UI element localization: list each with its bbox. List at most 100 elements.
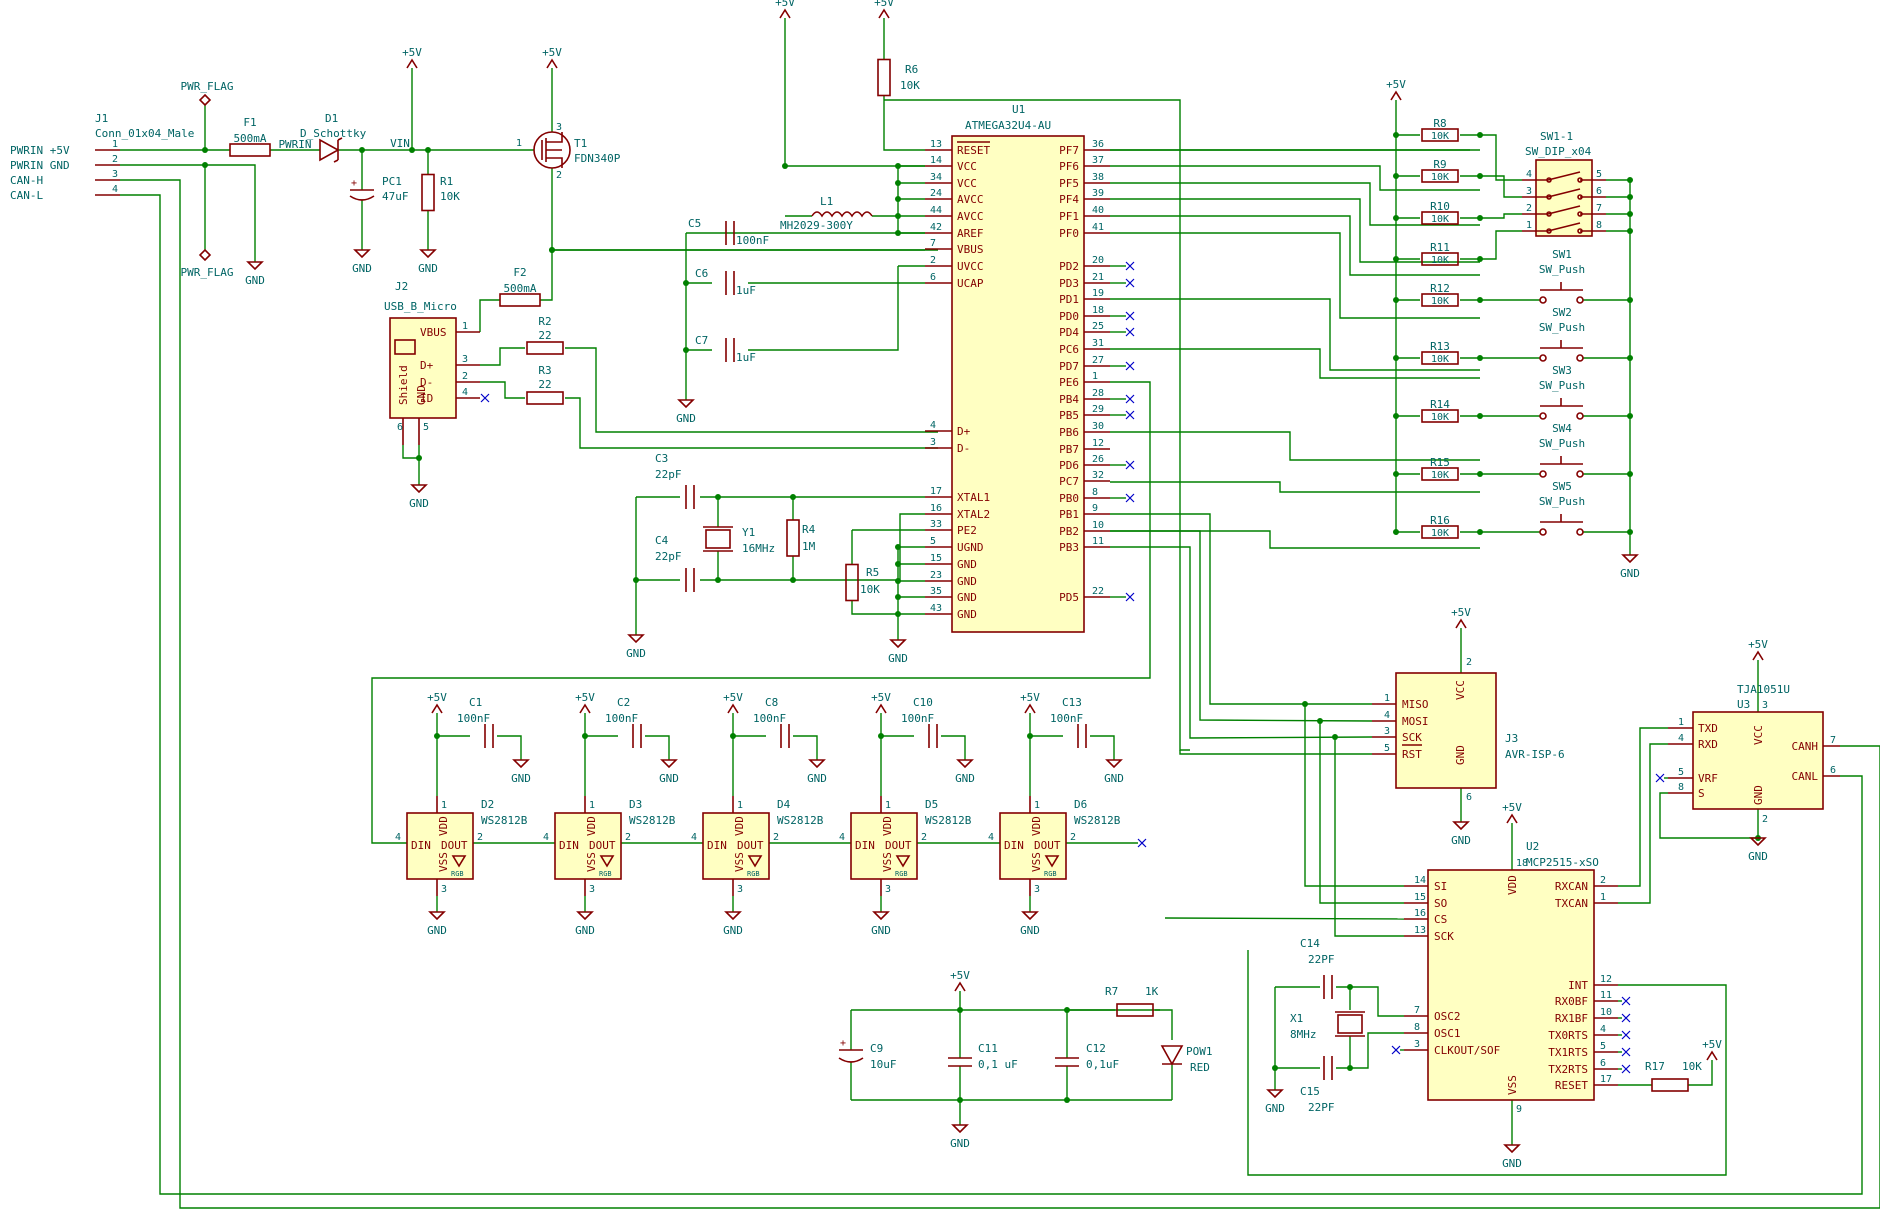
dip-pin-right: 8: [1596, 220, 1602, 231]
pc1-plus: +: [351, 178, 357, 189]
dip-pin-right: 7: [1596, 203, 1602, 214]
led-rgb-label: RGB: [895, 870, 908, 878]
led-pin-2: 2: [773, 832, 779, 843]
ground-symbol: [1021, 911, 1039, 921]
led-pin-4: 4: [543, 832, 549, 843]
c6-value: 1uF: [736, 284, 756, 297]
t1-ref: T1: [574, 137, 587, 150]
wire: [884, 99, 1190, 751]
junction-dot: [1627, 228, 1633, 234]
atmega32u4-u1: [951, 135, 1085, 633]
u1-pin-number: 17: [930, 486, 942, 497]
pow1-value: RED: [1190, 1061, 1210, 1074]
led-dout-label: DOUT: [441, 839, 468, 852]
dip-pin-left: 4: [1526, 169, 1532, 180]
r6-ref: R6: [905, 63, 918, 76]
led-vdd-label: VDD: [1030, 816, 1043, 836]
led-vdd-label: VDD: [585, 816, 598, 836]
u1-pin-label: PB4: [1059, 393, 1079, 406]
f1-ref: F1: [243, 116, 256, 129]
u1-pin-number: 21: [1092, 272, 1104, 283]
u1-pin-number: 13: [930, 139, 942, 150]
led-pin-3: 3: [737, 884, 743, 895]
ground-label: GND: [409, 497, 429, 510]
u1-pin-number: 3: [930, 437, 936, 448]
fuse-f2: [499, 293, 541, 307]
no-connect-mark: [1125, 327, 1135, 337]
cap-pc1: [349, 189, 375, 201]
j1-pin-number: 4: [112, 184, 118, 195]
c5-value: 100nF: [736, 234, 769, 247]
u2-pin-label: CS: [1434, 913, 1447, 926]
pushbutton-value: SW_Push: [1539, 263, 1585, 276]
u1-pin-number: 28: [1092, 388, 1104, 399]
dip-pin-left: 3: [1526, 186, 1532, 197]
led-cap-value: 100nF: [1050, 712, 1083, 725]
power-5v-label: +5V: [1702, 1038, 1722, 1051]
wire: [1304, 704, 1404, 887]
u1-pin-label: UGND: [957, 541, 984, 554]
u2-pin-label: RXCAN: [1555, 880, 1588, 893]
led-vss-label: VSS: [733, 852, 746, 872]
u1-pin-label: PB5: [1059, 409, 1079, 422]
u2-pin-number: 7: [1414, 1005, 1420, 1016]
pushbutton-contact: [1576, 354, 1584, 362]
u1-pin-label: PB0: [1059, 492, 1079, 505]
junction-dot: [1477, 256, 1483, 262]
u2-pin-label: SO: [1434, 897, 1447, 910]
pushbutton-contact: [1539, 296, 1547, 304]
pushbutton-contact: [1539, 528, 1547, 536]
res-sw-value: 10K: [1431, 214, 1449, 225]
no-connect-mark: [1125, 460, 1135, 470]
u3-gnd-label: GND: [1752, 785, 1765, 805]
u2-pin-number: 4: [1600, 1024, 1606, 1035]
ground-symbol: [428, 911, 446, 921]
u1-pin-number: 23: [930, 570, 942, 581]
ground-label: GND: [888, 652, 908, 665]
res-sw-value: 10K: [1431, 470, 1449, 481]
wire: [1480, 230, 1522, 260]
ground-symbol: [1452, 821, 1470, 831]
fuse-f1: [229, 143, 271, 157]
cap-c11: [948, 1057, 972, 1067]
pwr-flag-label: PWR_FLAG: [181, 80, 234, 93]
ground-symbol: [956, 759, 974, 769]
u2-pin-label: OSC2: [1434, 1010, 1461, 1023]
u2-pin-label: TXCAN: [1555, 897, 1588, 910]
r5-ref: R5: [866, 566, 879, 579]
u1-pin-number: 40: [1092, 205, 1104, 216]
wire: [480, 381, 525, 399]
led-dout-label: DOUT: [885, 839, 912, 852]
led-value: WS2812B: [481, 814, 528, 827]
x1-ref: X1: [1290, 1012, 1303, 1025]
led-vss-label: VSS: [437, 852, 450, 872]
wire: [1688, 1060, 1713, 1086]
led-value: WS2812B: [777, 814, 824, 827]
junction-dot: [730, 733, 736, 739]
pushbutton-value: SW_Push: [1539, 437, 1585, 450]
led-icon: [747, 855, 763, 868]
wire: [941, 735, 966, 760]
junction-dot: [434, 733, 440, 739]
j3-pin-label: MISO: [1402, 698, 1429, 711]
pushbutton-actuator: [1540, 398, 1583, 407]
l1-ref: L1: [820, 195, 833, 208]
u1-pin-label: PB1: [1059, 508, 1079, 521]
led-din-label: DIN: [855, 839, 875, 852]
led-ref: D4: [777, 798, 791, 811]
j2-pin-number: 1: [462, 321, 468, 332]
u2-pin-number: 2: [1600, 875, 1606, 886]
wire: [1110, 348, 1480, 379]
res-sw-ref: R15: [1430, 456, 1450, 469]
wires: [120, 18, 1880, 1209]
led-cap-value: 100nF: [457, 712, 490, 725]
res-sw-ref: R12: [1430, 282, 1450, 295]
ground-label: GND: [955, 772, 975, 785]
pwr-flag-symbol: [198, 248, 212, 262]
wire: [851, 600, 898, 615]
res-sw-ref: R13: [1430, 340, 1450, 353]
pc1-value: 47uF: [382, 190, 409, 203]
wire: [793, 735, 818, 760]
led-din-label: DIN: [559, 839, 579, 852]
resistor-r2: [526, 341, 564, 355]
